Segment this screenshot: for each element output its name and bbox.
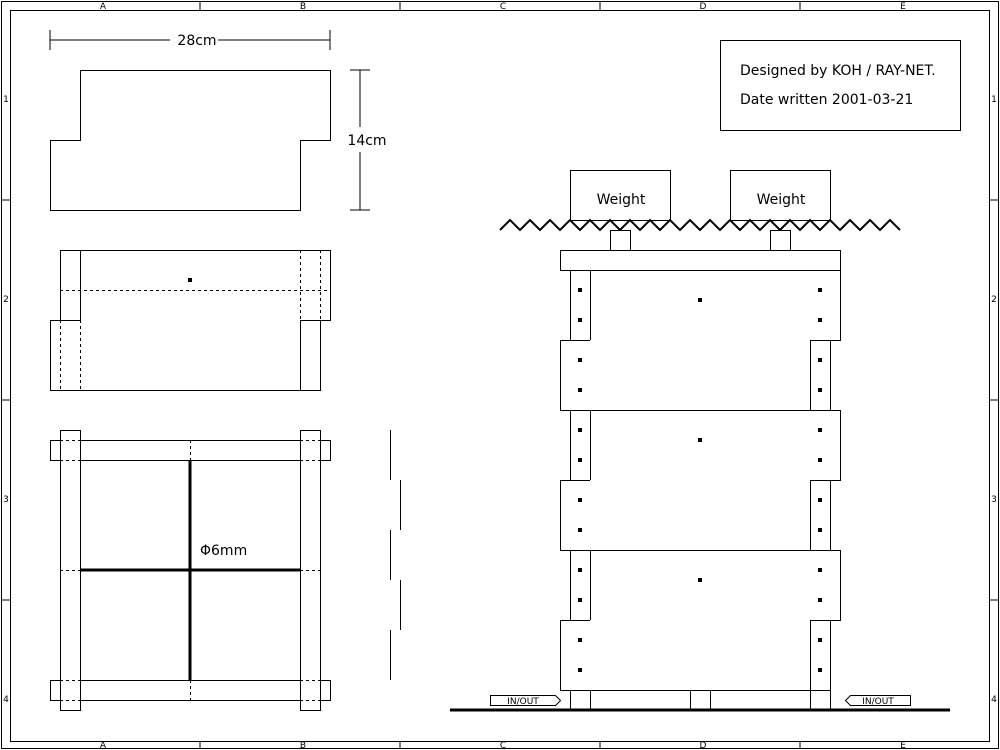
top-view: Φ6mm xyxy=(50,430,331,711)
col-ref-b-top: B xyxy=(300,2,306,12)
col-ref-a-top: A xyxy=(100,2,107,12)
io-label-right: IN/OUT xyxy=(862,697,894,707)
title-block: Designed by KOH / RAY-NET. Date written … xyxy=(720,40,961,131)
date-text: Date written 2001-03-21 xyxy=(740,92,913,108)
rod-diameter-label: Φ6mm xyxy=(200,543,247,559)
col-ref-d-bottom: D xyxy=(700,741,707,750)
row-ref-4-right: 4 xyxy=(991,695,997,705)
side-view-marks xyxy=(390,430,401,680)
col-ref-e-top: E xyxy=(900,2,906,12)
height-dimension-label: 14cm xyxy=(347,133,386,149)
block-profile-view: 28cm 14cm xyxy=(49,30,387,211)
col-ref-a-bottom: A xyxy=(100,741,107,750)
col-ref-c-bottom: C xyxy=(500,741,506,750)
weight-box-left xyxy=(570,170,671,221)
width-dimension-label: 28cm xyxy=(177,33,216,49)
row-ref-1-left: 1 xyxy=(3,95,9,105)
io-arrow-right: IN/OUT xyxy=(844,695,911,707)
weight-label-left: Weight xyxy=(597,192,646,208)
frame-refs: A B C D E A B C D E 1 2 3 4 1 2 3 4 xyxy=(3,2,997,750)
row-ref-4-left: 4 xyxy=(3,695,9,705)
row-ref-2-left: 2 xyxy=(3,295,9,305)
bolt-dots xyxy=(578,288,822,672)
io-arrow-left: IN/OUT xyxy=(490,695,562,707)
stack-assembly-view: Weight Weight xyxy=(450,170,950,712)
col-ref-c-top: C xyxy=(500,2,506,12)
row-ref-3-right: 3 xyxy=(991,495,997,505)
row-ref-3-left: 3 xyxy=(3,495,9,505)
weight-box-right xyxy=(730,170,831,221)
col-ref-d-top: D xyxy=(700,2,707,12)
row-ref-2-right: 2 xyxy=(991,295,997,305)
row-ref-1-right: 1 xyxy=(991,95,997,105)
io-label-left: IN/OUT xyxy=(507,697,539,707)
col-ref-b-bottom: B xyxy=(300,741,306,750)
zigzag-surface xyxy=(499,218,901,232)
col-ref-e-bottom: E xyxy=(900,741,906,750)
weight-label-right: Weight xyxy=(757,192,806,208)
block-hidden-line-view xyxy=(50,250,331,391)
designer-text: Designed by KOH / RAY-NET. xyxy=(740,63,936,79)
